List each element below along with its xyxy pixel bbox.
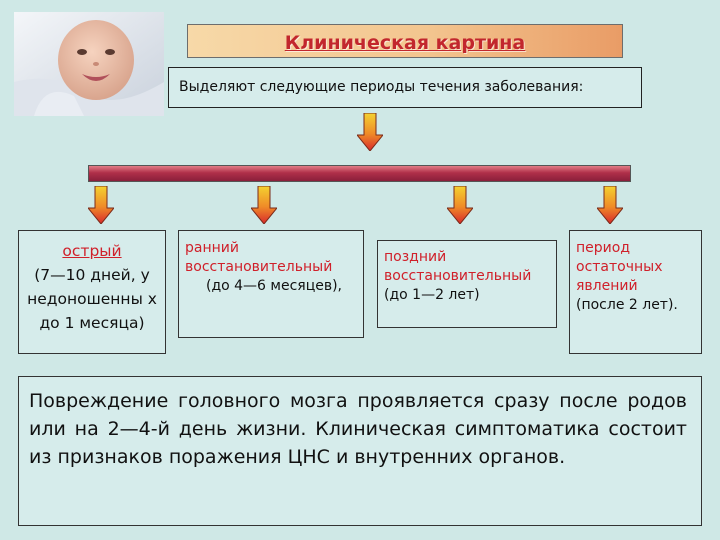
baby-photo [14,12,164,116]
period-name: поздний восстановительный [384,249,532,284]
down-arrow-icon [597,186,623,224]
timeline-bar [88,165,631,182]
period-name: период остаточных явлений [576,240,663,294]
period-detail: (7—10 дней, у недоношенны х до 1 месяца) [27,266,157,332]
description-text: Повреждение головного мозга проявляется … [29,390,687,468]
subtitle-box: Выделяют следующие периоды течения забол… [168,67,642,108]
period-residual: период остаточных явлений (после 2 лет). [569,230,702,354]
down-arrow-icon [447,186,473,224]
down-arrow-icon [357,113,383,151]
period-detail: (до 4—6 месяцев), [205,278,343,294]
period-late-recovery: поздний восстановительный (до 1—2 лет) [377,240,557,328]
title-banner: Клиническая картина [187,24,623,58]
period-detail: (после 2 лет). [576,297,678,313]
period-name: ранний восстановительный [185,240,333,275]
description-box: Повреждение головного мозга проявляется … [18,376,702,526]
period-detail: (до 1—2 лет) [384,287,480,303]
page-title: Клиническая картина [284,32,526,54]
period-acute: острый (7—10 дней, у недоношенны х до 1 … [18,230,166,354]
subtitle-text: Выделяют следующие периоды течения забол… [179,79,584,95]
down-arrow-icon [251,186,277,224]
period-early-recovery: ранний восстановительный (до 4—6 месяцев… [178,230,364,338]
down-arrow-icon [88,186,114,224]
period-name: острый [62,242,122,260]
